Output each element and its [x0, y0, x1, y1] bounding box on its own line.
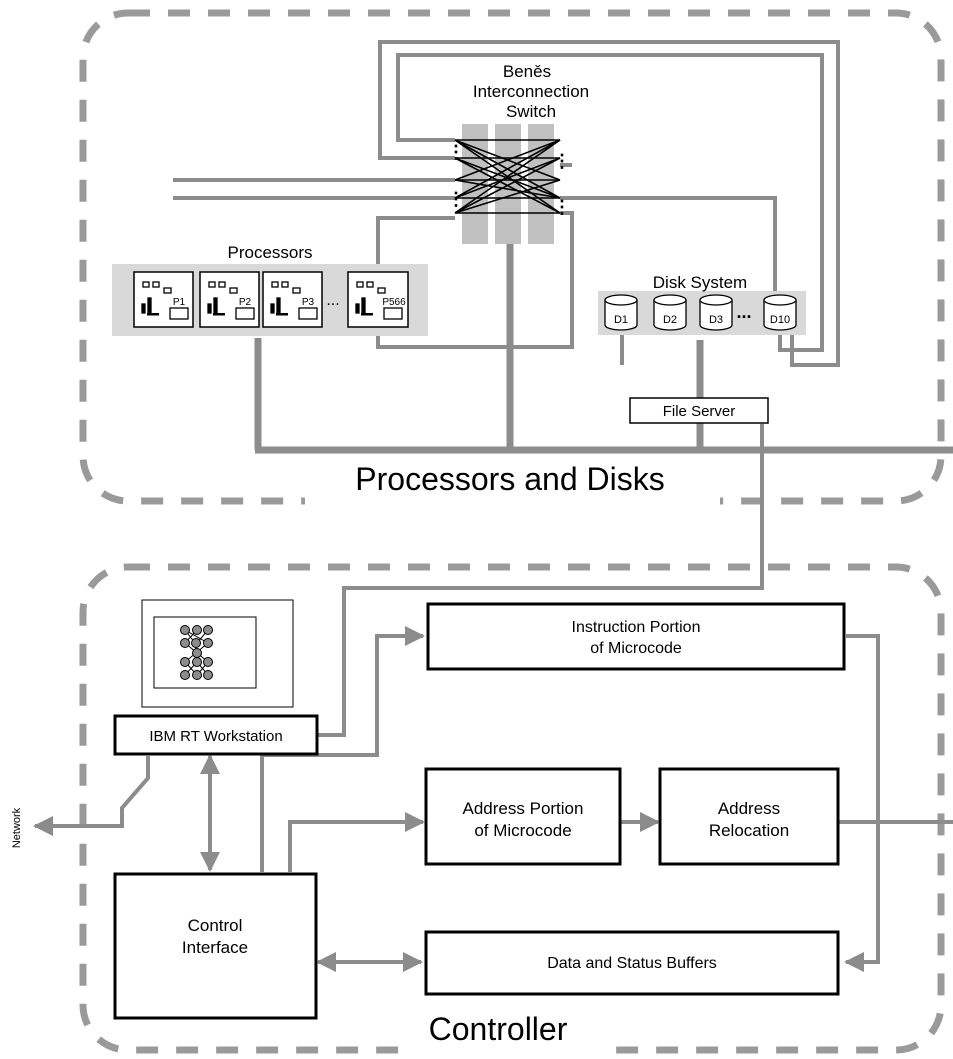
network-label: Network: [11, 807, 23, 848]
disk-label: D3: [709, 314, 723, 326]
processor-board-2: P2: [199, 271, 260, 328]
address-line2: of Microcode: [474, 821, 571, 840]
processor-board-icon: [355, 281, 403, 320]
address-line1: Address Portion: [463, 799, 584, 818]
switch-input-dots-lower: ⋮: [447, 189, 465, 209]
address-relocation-block: Address Relocation: [658, 767, 840, 866]
switch-title-line2: Interconnection: [473, 82, 589, 101]
data-status-buffers-block: Data and Status Buffers: [424, 930, 840, 996]
disk-system-panel: Disk System D1 D2 D3 D10 ...: [598, 273, 806, 335]
disk-label: D10: [770, 314, 790, 326]
instruction-line1: Instruction Portion: [572, 619, 701, 636]
instruction-microcode-block: Instruction Portion of Microcode: [426, 602, 846, 671]
workstation-file-server-link: [318, 424, 764, 737]
address-microcode-block: Address Portion of Microcode: [424, 767, 622, 866]
processor-label: P566: [382, 297, 406, 308]
processors-panel: Processors P1 P2 P3 P566 ...: [112, 243, 428, 336]
disk-3: D3: [699, 294, 733, 331]
switch-input-dots-upper: ⋮: [447, 142, 465, 162]
disk-cylinder-icon: [763, 294, 797, 331]
controller-wires: [33, 626, 953, 972]
processors-ellipsis: ...: [326, 292, 339, 309]
workstation-monitor: [141, 599, 294, 708]
disk-1: D1: [604, 294, 638, 331]
processor-board-3: P3: [262, 271, 323, 328]
file-server-label: File Server: [663, 403, 736, 420]
relocation-line2: Relocation: [709, 821, 789, 840]
disk-4: D10: [763, 294, 797, 331]
disk-system-title: Disk System: [653, 273, 747, 292]
benes-switch: ⋮ ⋮ ⋮ ⋮: [447, 124, 571, 244]
disks-ellipsis: ...: [736, 302, 751, 322]
processor-board-icon: [207, 281, 255, 320]
buffers-label: Data and Status Buffers: [547, 955, 717, 972]
processor-board-4: P566: [347, 271, 409, 328]
workstation-box: IBM RT Workstation: [113, 714, 319, 756]
workstation-label: IBM RT Workstation: [149, 728, 282, 745]
switch-output-dots-upper: ⋮: [553, 151, 571, 171]
network-graph-icon: [180, 625, 213, 680]
processor-label: P3: [302, 297, 315, 308]
processors-and-disks-label: Processors and Disks: [355, 461, 664, 497]
disk-cylinder-icon: [699, 294, 733, 331]
disk-label: D1: [614, 314, 628, 326]
switch-title-line1: Beněs: [503, 62, 551, 81]
switch-title-line3: Switch: [506, 102, 556, 121]
processors-title: Processors: [227, 243, 312, 262]
instruction-line2: of Microcode: [590, 640, 682, 657]
switch-output-dots-lower: ⋮: [553, 197, 571, 217]
disk-cylinder-icon: [604, 294, 638, 331]
processor-board-1: P1: [133, 271, 194, 328]
disk-cylinder-icon: [653, 294, 687, 331]
disk-label: D2: [663, 314, 677, 326]
switch-loop-wires: [173, 40, 840, 367]
control-line1: Control: [188, 916, 243, 935]
processor-board-icon: [141, 281, 189, 320]
relocation-line1: Address: [718, 799, 780, 818]
control-line2: Interface: [182, 938, 248, 957]
processor-board-icon: [270, 281, 318, 320]
bus-wires: [254, 244, 953, 454]
control-interface-block: Control Interface: [113, 872, 318, 1020]
controller-label: Controller: [429, 1011, 568, 1047]
file-server-box: File Server: [629, 397, 769, 424]
processor-label: P2: [239, 297, 252, 308]
disk-2: D2: [653, 294, 687, 331]
processor-label: P1: [173, 297, 186, 308]
